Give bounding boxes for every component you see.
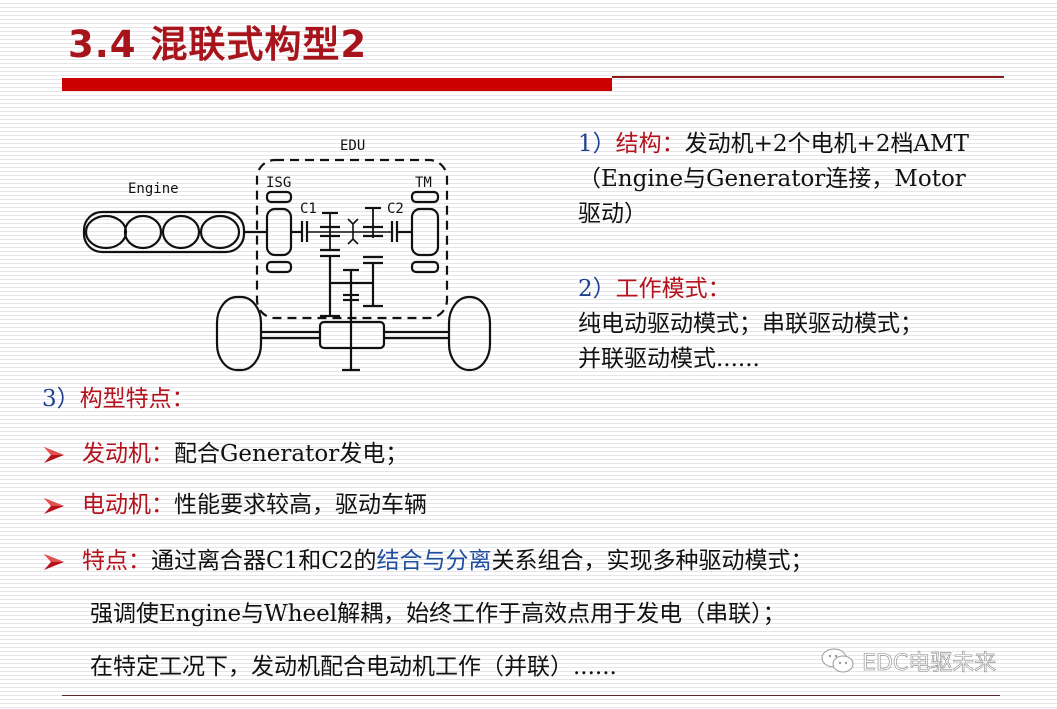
- wechat-icon: [821, 648, 854, 673]
- bullet-engine: 发动机：配合Generator发电；: [42, 437, 408, 472]
- engine-label: Engine: [128, 181, 179, 197]
- modes-heading: 工作模式：: [615, 276, 731, 302]
- modes-heading-line: 2）工作模式：: [578, 272, 969, 307]
- bullet-features: 特点：通过离合器C1和C2的结合与分离关系组合，实现多种驱动模式；: [42, 544, 813, 579]
- isg-stator-top: [265, 190, 293, 204]
- continuation-line-2: 在特定工况下，发动机配合电动机工作（并联）......: [90, 654, 617, 680]
- bullet-features-highlight: 结合与分离: [376, 548, 492, 574]
- bullet-motor: 电动机：性能要求较高，驱动车辆: [42, 488, 427, 523]
- continuation-line-1: 强调使Engine与Wheel解耦，始终工作于高效点用于发电（串联）；: [90, 601, 786, 627]
- features-heading: 构型特点：: [79, 386, 195, 412]
- structure-and-modes: 1）结构：发动机+2个电机+2档AMT （Engine与Generator连接，…: [578, 127, 969, 377]
- tm-stator-bottom: [410, 260, 440, 274]
- arrow-bullet-icon: [44, 498, 64, 514]
- modes-number: 2）: [578, 276, 616, 302]
- c1-label: C1: [300, 201, 317, 217]
- isg-stator-bottom: [265, 260, 293, 274]
- bullet-engine-text: 配合Generator发电；: [174, 441, 409, 467]
- tm-label: TM: [415, 175, 432, 191]
- isg-rotor: [265, 207, 293, 257]
- structure-heading: 结构：: [615, 131, 685, 157]
- powertrain-diagram: EDU Engine ISG TM C1 C2: [82, 138, 492, 372]
- watermark-text: EDC电驱未来: [862, 651, 997, 677]
- bullet-motor-text: 性能要求较高，驱动车辆: [174, 492, 427, 518]
- structure-text-3: 驱动）: [578, 201, 647, 227]
- features-heading-line: 3）构型特点：: [42, 382, 195, 417]
- footer-rule: [62, 695, 1000, 696]
- edu-label: EDU: [340, 138, 365, 154]
- watermark: EDC电驱未来: [820, 645, 997, 677]
- right-wheel: [447, 295, 492, 372]
- bullet-motor-label: 电动机：: [82, 492, 174, 518]
- differential: [318, 320, 386, 350]
- arrow-bullet-icon: [44, 554, 64, 570]
- bullet-engine-label: 发动机：: [82, 441, 174, 467]
- modes-text-2: 并联驱动模式......: [578, 346, 760, 372]
- tm-stator-top: [410, 190, 440, 204]
- left-wheel: [215, 295, 263, 372]
- structure-text-1: 发动机+2个电机+2档AMT: [684, 131, 969, 157]
- bullet-features-label: 特点：: [82, 548, 151, 574]
- structure-text-2: （Engine与Generator连接，Motor: [578, 166, 966, 192]
- modes-text-1: 纯电动驱动模式；串联驱动模式；: [578, 311, 923, 337]
- structure-heading-line: 1）结构：发动机+2个电机+2档AMT: [578, 127, 969, 162]
- bullet-features-text-after: 关系组合，实现多种驱动模式；: [491, 548, 814, 574]
- title-accent-bar: [62, 78, 612, 91]
- slide-title: 3.4 混联式构型2: [68, 23, 368, 66]
- c2-label: C2: [387, 201, 404, 217]
- structure-number: 1）: [578, 131, 616, 157]
- bullet-features-text-before: 通过离合器C1和C2的: [151, 548, 377, 574]
- title-rule: [612, 76, 1004, 78]
- tm-rotor: [410, 207, 440, 257]
- isg-label: ISG: [266, 175, 291, 191]
- features-number: 3）: [42, 386, 80, 412]
- arrow-bullet-icon: [44, 447, 64, 463]
